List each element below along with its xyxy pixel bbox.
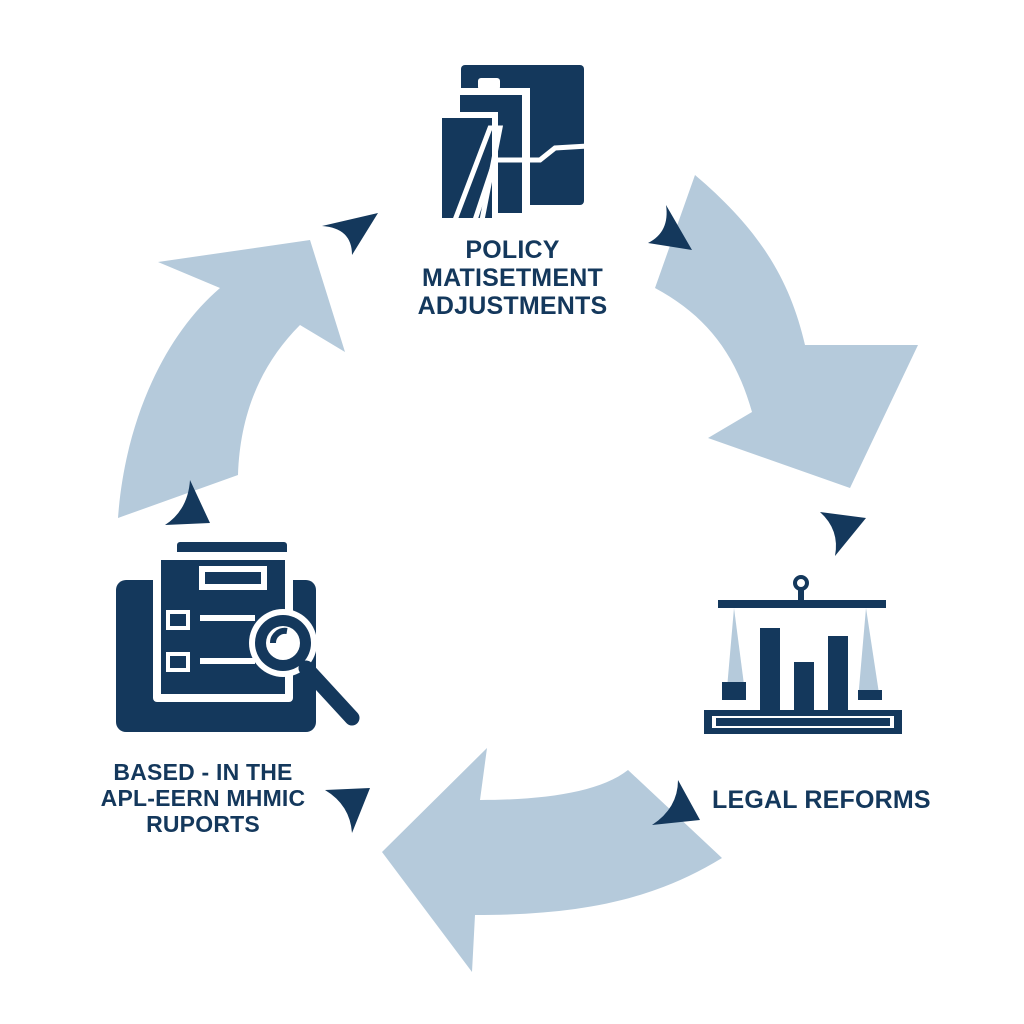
step-label-policy: POLICY MATISETMENT ADJUSTMENTS <box>400 236 625 320</box>
cycle-arrow-bottom <box>382 748 722 972</box>
chevron-accent-top-right <box>648 205 692 250</box>
cycle-arrow-left <box>118 240 345 518</box>
chevron-accent-top-left <box>322 213 378 255</box>
step-label-line: ADJUSTMENTS <box>417 292 608 320</box>
step-label-line: MATISETMENT <box>422 264 603 292</box>
chevron-accent-bottom-right <box>652 780 700 825</box>
report-magnifier-icon <box>116 542 360 732</box>
step-label-line: APL-EERN MHMIC <box>100 784 306 811</box>
step-label-line: RUPORTS <box>146 810 260 837</box>
scale-bar-chart-icon <box>704 575 902 734</box>
cycle-arrow-right <box>655 175 918 488</box>
step-label-line: POLICY <box>465 236 560 264</box>
step-label-line: LEGAL REFORMS <box>712 786 931 814</box>
chevron-accent-left <box>165 480 210 525</box>
chevron-accent-right <box>820 512 866 556</box>
document-chart-icon <box>436 65 589 224</box>
chevron-accent-bottom-left <box>325 788 370 833</box>
step-label-line: BASED - IN THE <box>113 759 293 785</box>
step-label-legal: LEGAL REFORMS <box>712 786 952 814</box>
step-label-reports: BASED - IN THE APL-EERN MHMIC RUPORTS <box>88 759 318 837</box>
